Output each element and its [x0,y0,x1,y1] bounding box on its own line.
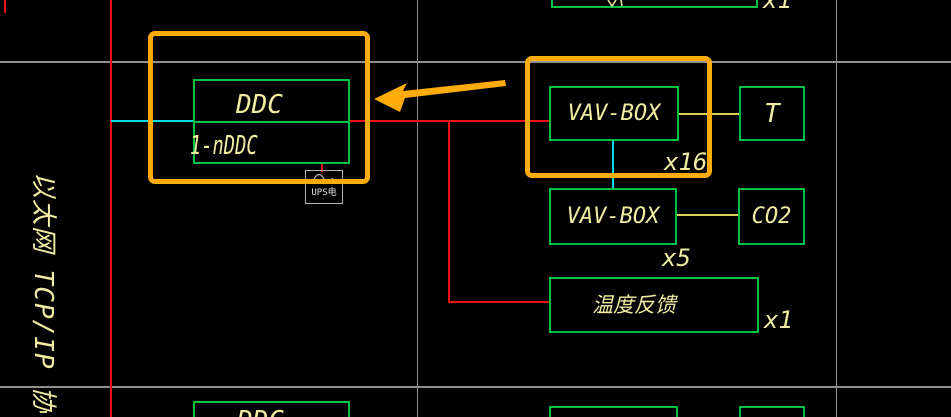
red-bus-vertical [110,0,112,417]
bottom-partial-vav-box [549,406,678,417]
co2-sensor-box: CO2 [738,188,805,245]
top-partial-box [551,0,758,8]
temp-feedback-label: 温度反馈 [592,292,676,317]
highlight-box-ddc [148,31,370,184]
grid-line-horizontal-top [0,61,951,63]
ddc-box-divider [195,121,348,123]
vav-box-1: VAV-BOX [549,86,679,141]
ddc-subtitle: 1-nDDC [190,131,258,161]
vav-box-2: VAV-BOX [549,188,677,245]
red-stub-ddc-ups [321,163,323,172]
red-link-to-feedback [448,301,549,303]
ddc-title: DDC [236,90,283,120]
cyan-link-vav1-vav2 [612,140,614,188]
co2-sensor-label: CO2 [751,203,792,229]
annotation-arrow-icon [374,80,506,112]
vav-box-1-label: VAV-BOX [567,100,661,126]
vav-box-2-label: VAV-BOX [566,203,660,229]
t-sensor-label: T [764,98,780,129]
bottom-partial-sensor-box [739,406,805,417]
temp-feedback-box: 温度反馈 [549,277,759,333]
highlight-box-vav [525,56,712,178]
grid-line-vertical-right [836,0,837,417]
temp-feedback-count: x1 [764,306,793,334]
ups-label: UPS电 [311,188,337,198]
vav-group-2-count: x5 [662,244,691,272]
t-sensor-box: T [739,86,805,141]
top-device-count: x1 [763,0,792,14]
yellow-link-vav2-co2 [676,214,738,216]
red-tick-top-left [4,0,6,13]
grid-line-vertical-mid [417,0,418,417]
bottom-ddc-title: DDC [237,408,284,417]
ddc-box [193,79,350,164]
vav-group-1-count: x16 [664,148,708,176]
grid-line-horizontal-bottom [0,386,951,388]
ethernet-tcpip-label: 以太网 TCP/IP 协议 [28,172,58,417]
top-partial-text-fragment [607,0,623,7]
bottom-ddc-box [193,401,350,417]
red-branch-vertical [448,121,450,303]
